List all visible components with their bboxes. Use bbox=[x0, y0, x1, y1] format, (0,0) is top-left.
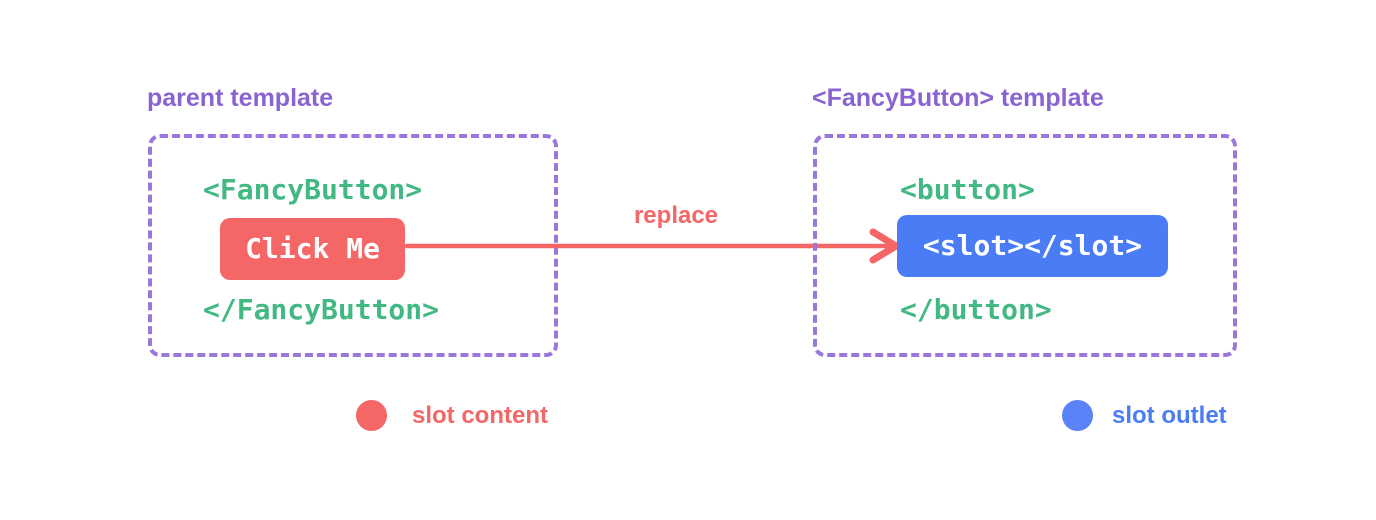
button-open-tag: <button> bbox=[900, 173, 1035, 206]
fancybutton-template-title: <FancyButton> template bbox=[812, 84, 1104, 112]
slot-content-label: slot content bbox=[412, 402, 548, 429]
replace-label: replace bbox=[633, 202, 719, 229]
fancybutton-open-tag: <FancyButton> bbox=[203, 173, 423, 206]
slot-content-dot bbox=[356, 400, 387, 431]
fancybutton-close-tag: </FancyButton> bbox=[203, 293, 440, 326]
fancybutton-template-box bbox=[813, 134, 1237, 357]
slot-outlet-dot bbox=[1062, 400, 1093, 431]
parent-template-title: parent template bbox=[147, 84, 334, 112]
click-me-button-label: Click Me bbox=[245, 232, 380, 265]
slot-outlet-label: slot outlet bbox=[1112, 402, 1227, 429]
slot-tag-label: <slot></slot> bbox=[922, 229, 1143, 262]
click-me-button: Click Me bbox=[220, 218, 405, 280]
slot-outlet-box: <slot></slot> bbox=[897, 215, 1168, 277]
button-close-tag: </button> bbox=[900, 293, 1052, 326]
